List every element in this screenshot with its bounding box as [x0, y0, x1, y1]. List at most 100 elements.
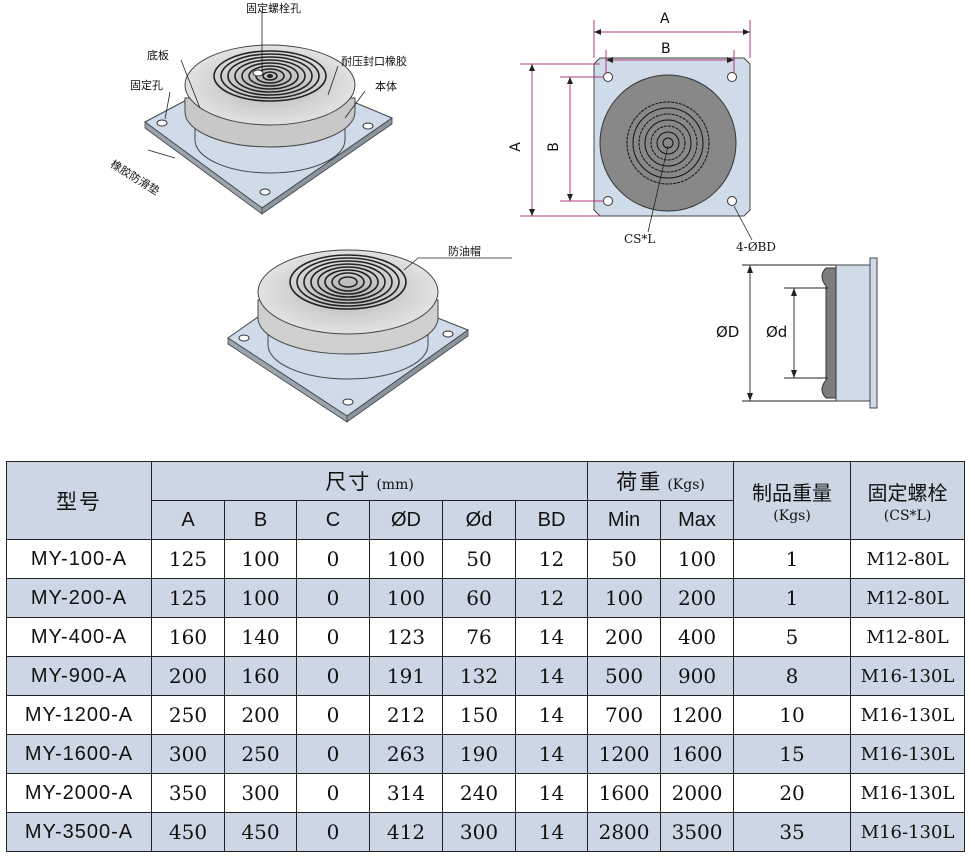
- side-view-plate: [869, 257, 878, 409]
- cell-d: 100: [369, 578, 443, 618]
- cell-bd: 14: [514, 695, 589, 735]
- cell-a: 200: [151, 656, 225, 696]
- cell-bolt: M16-130L: [850, 695, 966, 735]
- header-col-c: C: [296, 500, 370, 540]
- cell-model: MY-3500-A: [6, 812, 152, 852]
- cell-weight: 35: [733, 812, 852, 852]
- cell-model: MY-200-A: [6, 578, 152, 618]
- mount-2-top-disc: [257, 249, 439, 335]
- label-bolt-hole: 固定螺栓孔: [246, 2, 301, 15]
- cell-d: 190: [442, 734, 516, 774]
- cell-d: 123: [369, 617, 443, 657]
- dim-label-cs-l: CS*L: [624, 232, 656, 246]
- cell-d: 100: [369, 539, 443, 579]
- cell-b: 140: [224, 617, 297, 657]
- cell-weight: 5: [733, 617, 852, 657]
- cell-max: 200: [660, 578, 735, 618]
- cell-min: 700: [587, 695, 662, 735]
- dim-label-b-horizontal: B: [661, 41, 671, 57]
- dim-label-a-vertical: A: [507, 142, 524, 152]
- cell-b: 250: [224, 734, 297, 774]
- cell-b: 200: [224, 695, 297, 735]
- cell-max: 3500: [660, 812, 735, 852]
- cell-bolt: M16-130L: [850, 656, 966, 696]
- mount-1-fixing-holes: [156, 69, 374, 196]
- cell-d: 132: [442, 656, 516, 696]
- cell-bolt: M12-80L: [850, 539, 966, 579]
- cell-c: 0: [296, 617, 370, 657]
- cell-a: 250: [151, 695, 225, 735]
- cell-bd: 14: [514, 656, 589, 696]
- cell-model: MY-2000-A: [6, 773, 152, 813]
- cell-c: 0: [296, 539, 370, 579]
- cell-d: 240: [442, 773, 516, 813]
- cell-min: 1200: [587, 734, 662, 774]
- cell-weight: 20: [733, 773, 852, 813]
- label-base-plate: 底板: [147, 49, 169, 62]
- cell-a: 160: [151, 617, 225, 657]
- mount-1-spiral: [213, 50, 327, 102]
- cell-c: 0: [296, 734, 370, 774]
- spec-table: 型号 尺寸 (mm) 荷重 (Kgs) 制品重量(Kgs) 固定螺栓(CS*L)…: [6, 461, 966, 852]
- cell-max: 900: [660, 656, 735, 696]
- side-view-drawing: [742, 257, 878, 409]
- cell-d: 150: [442, 695, 516, 735]
- cell-d: 300: [442, 812, 516, 852]
- cell-d: 60: [442, 578, 516, 618]
- side-view-rubber: [821, 267, 837, 399]
- label-seal-rubber: 耐压封口橡胶: [341, 55, 407, 68]
- cell-d: 191: [369, 656, 443, 696]
- cell-c: 0: [296, 656, 370, 696]
- mount-1-illustration: [144, 12, 394, 215]
- header-col-d-small: Ød: [442, 500, 516, 540]
- cell-b: 160: [224, 656, 297, 696]
- top-view-holes: [603, 72, 737, 206]
- cell-b: 100: [224, 539, 297, 579]
- cell-model: MY-400-A: [6, 617, 152, 657]
- cell-bd: 14: [514, 812, 589, 852]
- cell-c: 0: [296, 695, 370, 735]
- illustration-area: [144, 12, 878, 423]
- label-fixing-hole: 固定孔: [130, 79, 163, 92]
- dim-label-b-vertical: B: [545, 142, 562, 152]
- header-col-min: Min: [587, 500, 662, 540]
- header-model: 型号: [6, 461, 152, 540]
- cell-min: 1600: [587, 773, 662, 813]
- cell-a: 125: [151, 539, 225, 579]
- cell-min: 200: [587, 617, 662, 657]
- cell-a: 450: [151, 812, 225, 852]
- cell-d: 412: [369, 812, 443, 852]
- cell-model: MY-1600-A: [6, 734, 152, 774]
- label-body: 本体: [375, 80, 397, 93]
- cell-weight: 8: [733, 656, 852, 696]
- header-size: 尺寸 (mm): [150, 461, 589, 501]
- header-weight: 制品重量(Kgs): [733, 461, 852, 540]
- cell-b: 450: [224, 812, 297, 852]
- cell-bd: 12: [514, 578, 589, 618]
- mount-2-fixing-holes: [238, 330, 454, 406]
- cell-d: 314: [369, 773, 443, 813]
- header-col-a: A: [151, 500, 225, 540]
- dim-label-bd: 4-ØBD: [736, 240, 776, 254]
- cell-bd: 12: [514, 539, 589, 579]
- cell-weight: 15: [733, 734, 852, 774]
- cell-a: 125: [151, 578, 225, 618]
- cell-model: MY-900-A: [6, 656, 152, 696]
- header-col-max: Max: [660, 500, 735, 540]
- mount-2-illustration: [227, 249, 512, 423]
- header-col-d-big: ØD: [369, 500, 443, 540]
- cell-bolt: M12-80L: [850, 617, 966, 657]
- top-view-spiral: [626, 101, 710, 185]
- dim-label-d-small: Ød: [766, 323, 788, 341]
- cell-a: 300: [151, 734, 225, 774]
- header-col-b: B: [224, 500, 297, 540]
- cell-c: 0: [296, 773, 370, 813]
- cell-weight: 10: [733, 695, 852, 735]
- cell-max: 100: [660, 539, 735, 579]
